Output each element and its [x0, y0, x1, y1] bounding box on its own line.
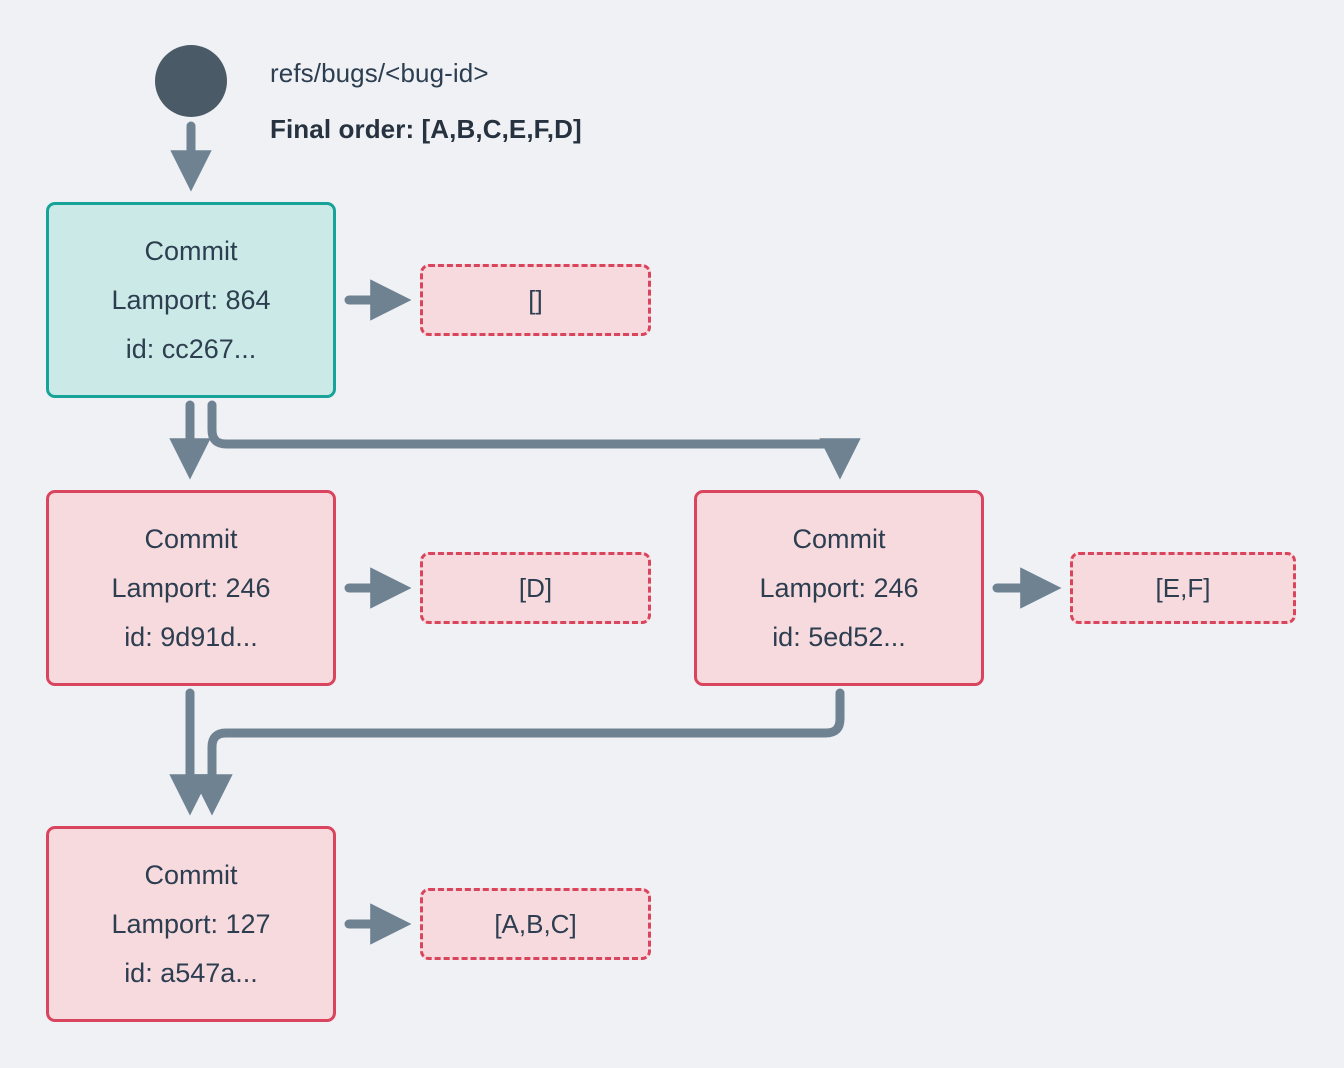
ops-box-cc267[interactable]: [] — [420, 264, 651, 336]
ops-text: [A,B,C] — [494, 909, 577, 939]
commit-lamport: Lamport: 246 — [759, 572, 919, 603]
ops-text: [] — [528, 285, 543, 315]
final-order-label: Final order: [A,B,C,E,F,D] — [270, 114, 582, 144]
start-node — [155, 45, 227, 117]
commit-id: id: cc267... — [125, 333, 257, 364]
edge-5ed52-to-a547a — [191, 688, 845, 816]
commit-title: Commit — [144, 859, 238, 890]
commit-title: Commit — [144, 235, 238, 266]
ops-box-5ed52[interactable]: [E,F] — [1070, 552, 1296, 624]
commit-title: Commit — [144, 523, 238, 554]
ref-label: refs/bugs/<bug-id> — [270, 58, 489, 88]
ops-box-a547a[interactable]: [A,B,C] — [420, 888, 651, 960]
commit-node-a547a[interactable]: Commit Lamport: 127 id: a547a... — [46, 826, 336, 1022]
commit-node-9d91d[interactable]: Commit Lamport: 246 id: 9d91d... — [46, 490, 336, 686]
commit-node-5ed52[interactable]: Commit Lamport: 246 id: 5ed52... — [694, 490, 984, 686]
commit-lamport: Lamport: 864 — [111, 284, 271, 315]
commit-title: Commit — [792, 523, 886, 554]
commit-id: id: 5ed52... — [772, 621, 906, 652]
ops-text: [D] — [518, 573, 553, 603]
ops-text: [E,F] — [1155, 573, 1211, 603]
commit-id: id: 9d91d... — [124, 621, 258, 652]
commit-lamport: Lamport: 246 — [111, 572, 271, 603]
edge-cc267-to-5ed52 — [207, 400, 861, 480]
commit-id: id: a547a... — [124, 957, 258, 988]
commit-node-cc267[interactable]: Commit Lamport: 864 id: cc267... — [46, 202, 336, 398]
ops-box-9d91d[interactable]: [D] — [420, 552, 651, 624]
commit-lamport: Lamport: 127 — [111, 908, 271, 939]
